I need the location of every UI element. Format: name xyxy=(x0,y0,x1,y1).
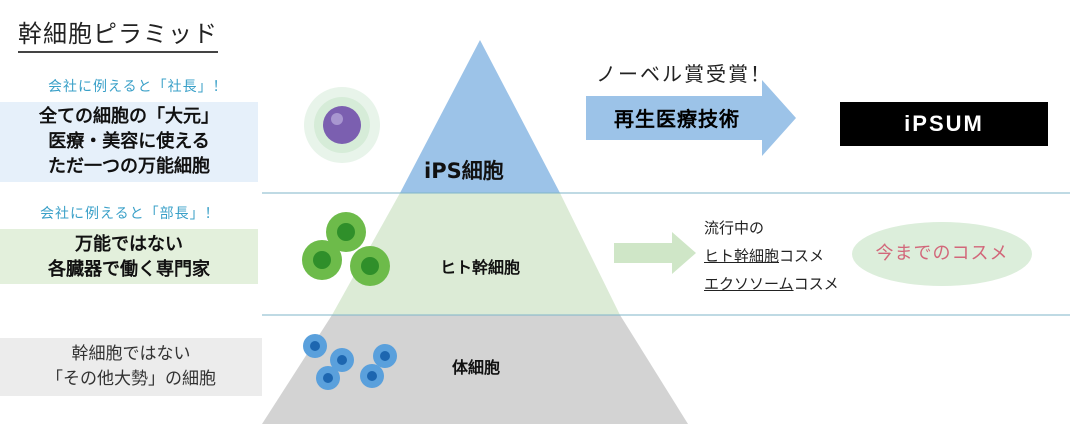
trend-arrow xyxy=(614,232,696,274)
somatic-cell-icon xyxy=(303,334,397,390)
caption-manager: 会社に例えると「部長」！ xyxy=(40,206,220,222)
regen-arrow xyxy=(586,80,796,156)
desc-line: 全ての細胞の「大元」 xyxy=(39,106,219,127)
trend-item-suffix: コスメ xyxy=(779,247,825,265)
pyramid-tier-bottom xyxy=(262,315,688,424)
nobel-text: ノーベル賞受賞！ xyxy=(596,62,772,86)
trend-list: 流行中の ヒト幹細胞コスメ エクソソームコスメ xyxy=(704,214,839,298)
somatic-description: 幹細胞ではない 「その他大勢」の細胞 xyxy=(0,338,262,396)
desc-line: 幹細胞ではない xyxy=(71,344,191,364)
trend-item-underlined: ヒト幹細胞 xyxy=(704,247,780,265)
stem-description: 万能ではない 各臓器で働く専門家 xyxy=(0,229,258,284)
ipsum-brand-box: iPSUM xyxy=(840,102,1048,146)
stem-cell-label: ヒト幹細胞 xyxy=(440,258,521,277)
ips-cell-icon xyxy=(304,87,380,163)
desc-line: ただ一つの万能細胞 xyxy=(48,156,210,177)
desc-line: 各臓器で働く専門家 xyxy=(48,259,210,280)
pyramid-tier-middle xyxy=(332,193,620,315)
trend-item: ヒト幹細胞コスメ xyxy=(704,242,839,270)
page-title: 幹細胞ピラミッド xyxy=(18,14,218,53)
ips-description: 全ての細胞の「大元」 医療・美容に使える ただ一つの万能細胞 xyxy=(0,102,258,182)
trend-item: エクソソームコスメ xyxy=(704,270,839,298)
stem-cell-icon xyxy=(302,212,390,286)
trend-intro: 流行中の xyxy=(704,219,765,237)
pyramid-tier-top xyxy=(400,40,560,193)
desc-line: 医療・美容に使える xyxy=(48,131,210,152)
somatic-cell-label: 体細胞 xyxy=(452,358,501,377)
ips-label: iPS細胞 xyxy=(424,159,504,183)
desc-line: 「その他大勢」の細胞 xyxy=(46,369,216,389)
regen-arrow-label: 再生医療技術 xyxy=(614,107,740,131)
caption-president: 会社に例えると「社長」！ xyxy=(48,79,228,95)
trend-item-underlined: エクソソーム xyxy=(704,275,794,293)
conventional-cosmetics-oval: 今までのコスメ xyxy=(852,222,1032,286)
trend-item-suffix: コスメ xyxy=(793,275,839,293)
desc-line: 万能ではない xyxy=(75,234,183,255)
